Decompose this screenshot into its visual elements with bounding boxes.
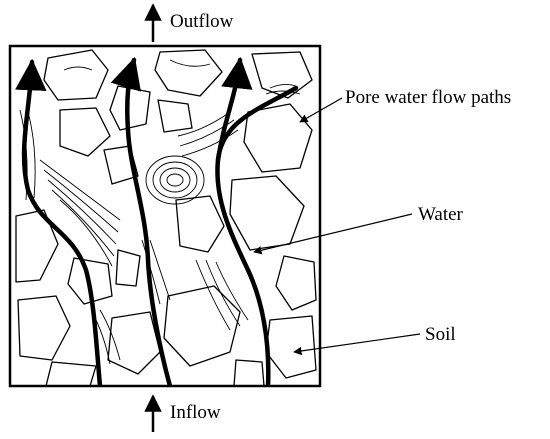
soil-grains — [15, 49, 317, 386]
sample-frame — [8, 44, 322, 388]
water-callout: Water — [253, 204, 464, 255]
outflow-indicator: Outflow — [144, 3, 234, 42]
flow-paths-label: Pore water flow paths — [345, 87, 511, 108]
flow-path-right-upper — [215, 56, 253, 163]
water-leader — [253, 213, 413, 255]
inflow-indicator: Inflow — [144, 394, 221, 432]
flow-path-left — [15, 58, 103, 386]
soil-label: Soil — [425, 324, 456, 345]
flow-path-center — [110, 56, 173, 386]
water-label: Water — [418, 204, 464, 225]
outflow-label: Outflow — [170, 11, 234, 32]
soil-leader — [293, 333, 421, 356]
soil-callout: Soil — [293, 324, 456, 356]
flow-path-right — [215, 85, 299, 386]
soil-sample — [15, 49, 317, 386]
flow-paths — [15, 56, 299, 386]
flow-paths-callout: Pore water flow paths — [299, 87, 511, 123]
inflow-label: Inflow — [170, 402, 221, 423]
flow-paths-leader — [299, 97, 343, 123]
water-films — [19, 59, 301, 365]
